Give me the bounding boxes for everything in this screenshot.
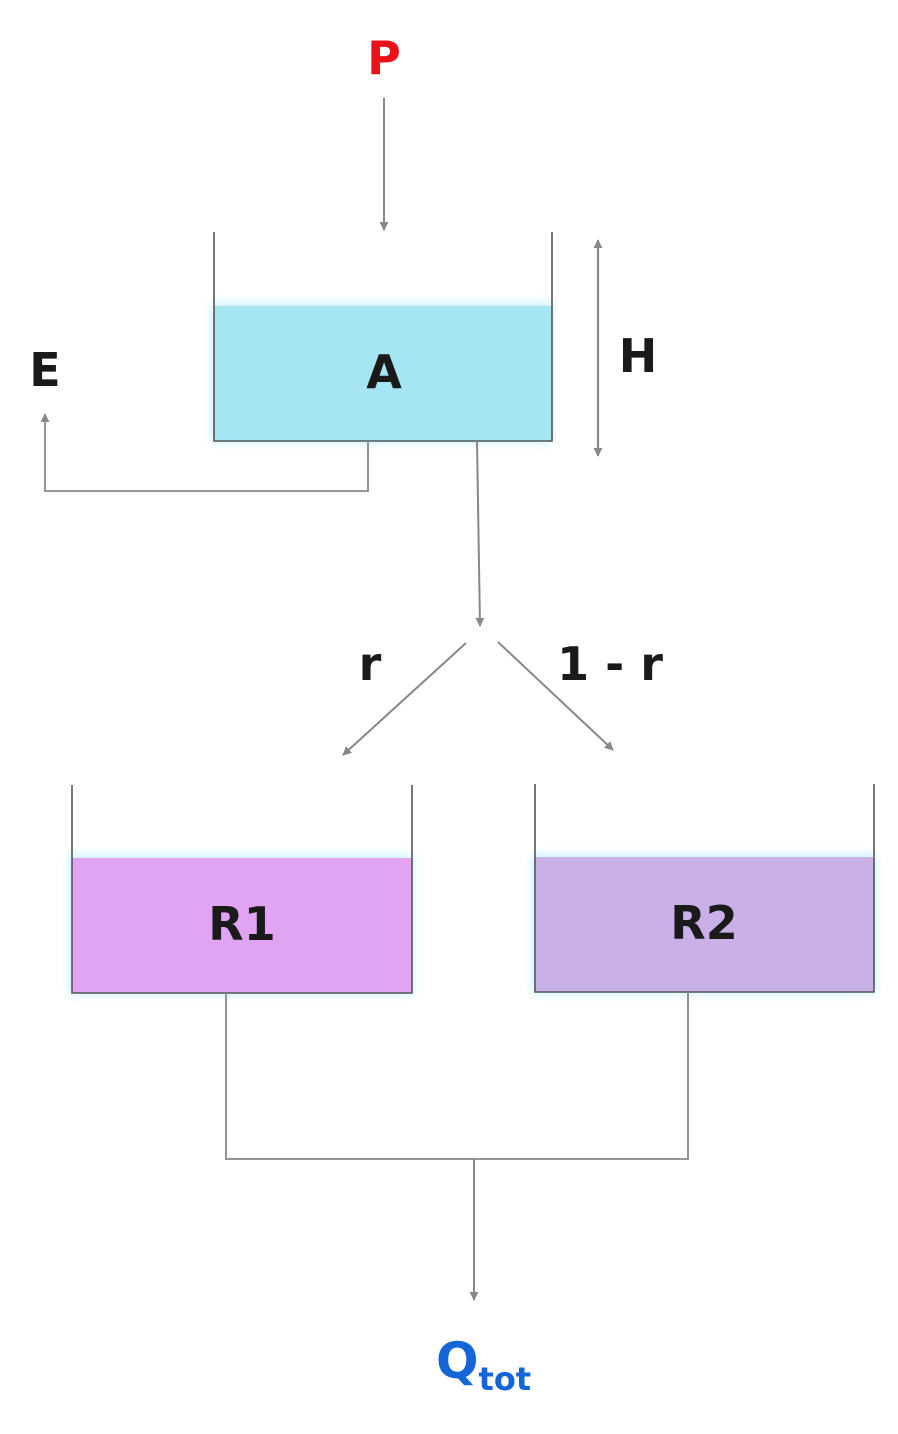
- store-r2-water: [535, 857, 874, 992]
- output-label-main: Q: [436, 1332, 479, 1390]
- store-a-walls: [213, 232, 553, 442]
- store-a-label: A: [366, 345, 402, 399]
- split-1r-arrow: [497, 641, 614, 751]
- evap-arrow: [40, 413, 369, 492]
- store-r1-walls: [71, 785, 413, 994]
- store-r1-water: [72, 858, 412, 993]
- store-a-water: [214, 306, 552, 441]
- height-label: H: [619, 329, 658, 383]
- precip-label: P: [367, 31, 401, 85]
- store-a-outflow-arrow: [475, 440, 485, 627]
- combine-lines: [225, 992, 689, 1160]
- split-r-label: r: [359, 637, 382, 691]
- evap-label: E: [29, 343, 60, 397]
- store-a: A: [212, 232, 553, 442]
- store-r2-walls: [534, 784, 875, 993]
- output-label: Qtot: [436, 1332, 531, 1398]
- store-r1-label: R1: [208, 897, 275, 951]
- store-r2: R2: [533, 784, 875, 993]
- split-1r-label: 1 - r: [557, 637, 663, 691]
- split-r-arrow: [342, 642, 467, 756]
- store-r1: R1: [70, 785, 413, 994]
- output-label-subscript: tot: [479, 1360, 532, 1398]
- store-r2-label: R2: [670, 896, 737, 950]
